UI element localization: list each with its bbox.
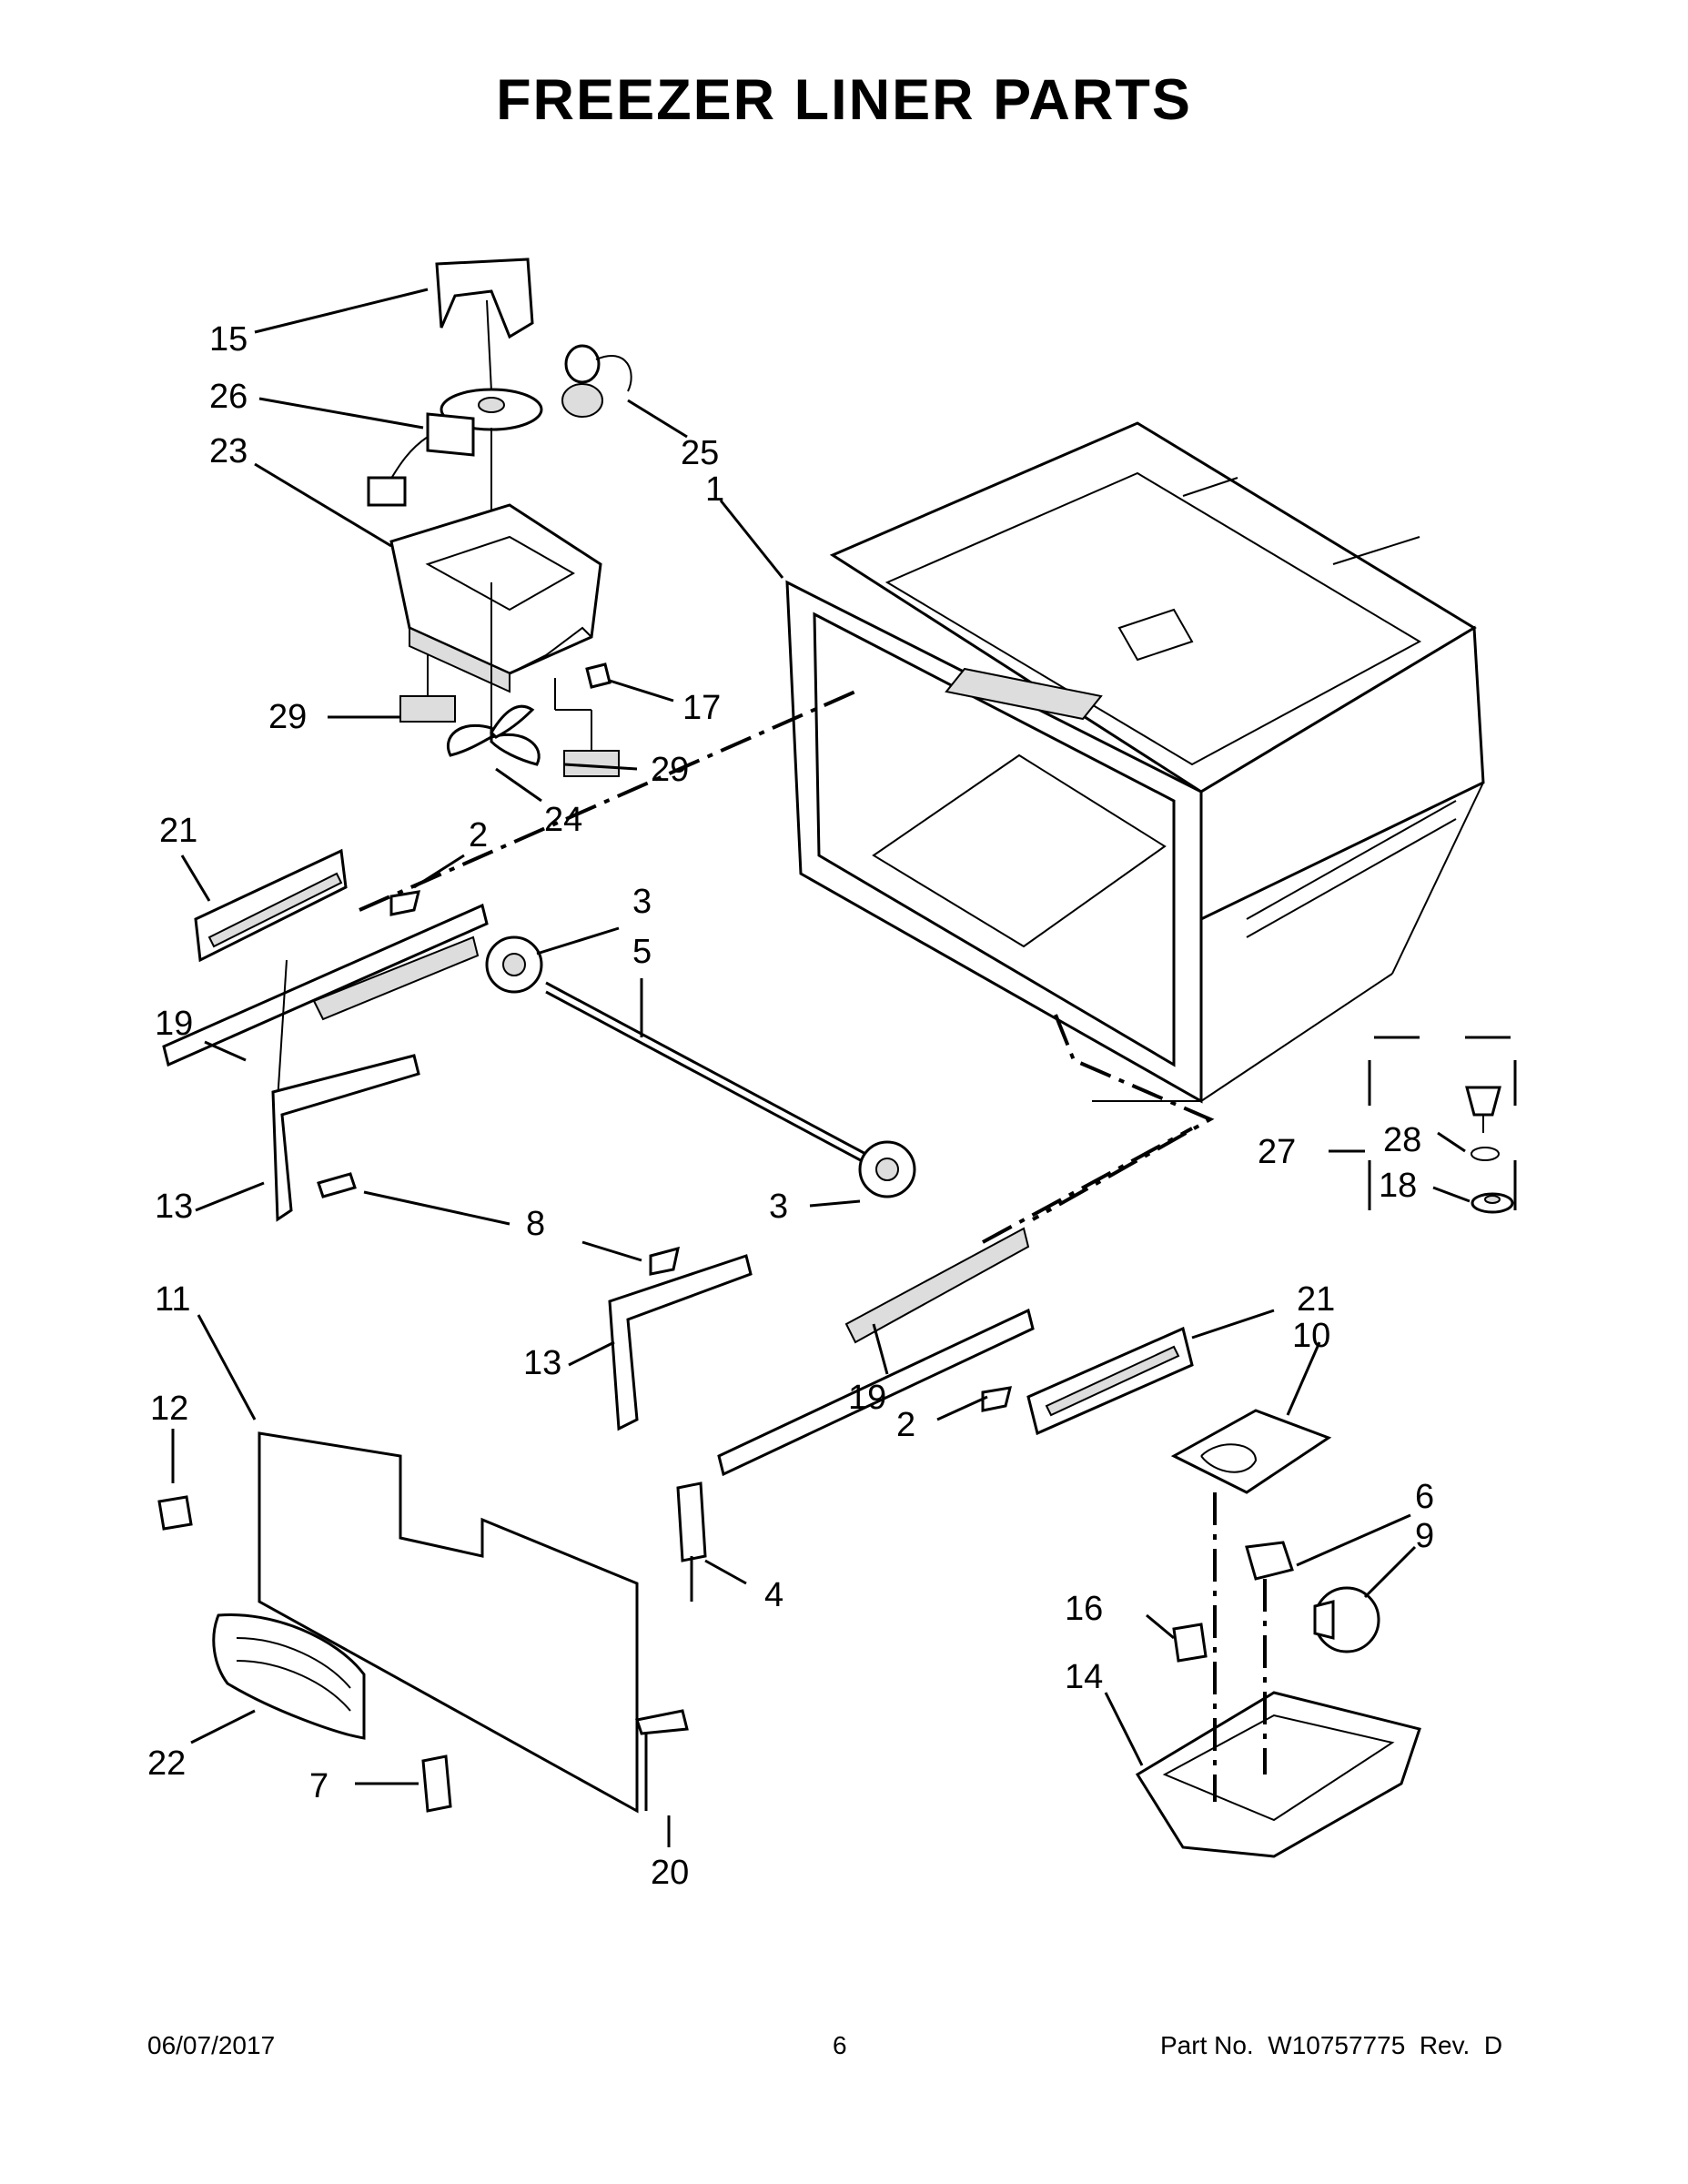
- callout-8: 8: [526, 1205, 545, 1243]
- callout-21-upper: 21: [159, 812, 197, 850]
- lower-cover-drawing: [157, 1431, 707, 1814]
- footer-page-number: 6: [833, 2031, 847, 2059]
- page-title: FREEZER LINER PARTS: [496, 68, 1192, 132]
- fan-assembly-drawing: [367, 258, 632, 777]
- callout-3-lower: 3: [769, 1188, 788, 1226]
- callout-13-upper: 13: [155, 1188, 193, 1226]
- drawer-slides-drawing: [162, 848, 1194, 1477]
- callout-12: 12: [150, 1390, 188, 1428]
- callout-labels: 15 26 23 25 1 17 29 29 24 21 2 3 5 19 13…: [147, 320, 1434, 1892]
- callout-3-upper: 3: [632, 883, 652, 921]
- callout-1: 1: [705, 470, 724, 509]
- footer-part-number: Part No. W10757775 Rev. D: [1160, 2031, 1503, 2059]
- callout-18: 18: [1379, 1167, 1417, 1205]
- callout-11: 11: [155, 1280, 190, 1319]
- callout-28: 28: [1383, 1121, 1421, 1159]
- callout-29-left: 29: [268, 698, 307, 736]
- callout-4: 4: [764, 1576, 783, 1614]
- callout-14: 14: [1065, 1658, 1103, 1696]
- light-assembly-drawing: [1135, 1036, 1517, 1858]
- callout-9: 9: [1415, 1517, 1434, 1555]
- callout-5: 5: [632, 933, 652, 971]
- callout-23: 23: [209, 432, 248, 470]
- callout-29-right: 29: [651, 751, 689, 789]
- callout-19-upper: 19: [155, 1005, 193, 1043]
- callout-20: 20: [651, 1854, 689, 1892]
- callout-6: 6: [1415, 1478, 1434, 1516]
- callout-2-lower: 2: [896, 1406, 915, 1444]
- callout-7: 7: [309, 1767, 329, 1805]
- callout-16: 16: [1065, 1590, 1103, 1628]
- callout-2-upper: 2: [469, 816, 488, 854]
- assembly-guide-lines: [359, 690, 1215, 1244]
- callout-19-lower: 19: [848, 1379, 886, 1417]
- callout-22: 22: [147, 1744, 186, 1783]
- callout-25: 25: [681, 434, 719, 472]
- callout-15: 15: [209, 320, 248, 359]
- footer-date: 06/07/2017: [147, 2031, 276, 2059]
- callout-13-lower: 13: [523, 1344, 561, 1382]
- callout-21-lower: 21: [1297, 1280, 1335, 1319]
- callout-17: 17: [682, 689, 721, 727]
- callout-26: 26: [209, 378, 248, 416]
- callout-10: 10: [1292, 1317, 1330, 1355]
- freezer-liner-drawing: [785, 421, 1485, 1104]
- callout-24: 24: [544, 801, 582, 839]
- callout-27: 27: [1258, 1133, 1296, 1171]
- leader-lines: [171, 288, 1471, 1847]
